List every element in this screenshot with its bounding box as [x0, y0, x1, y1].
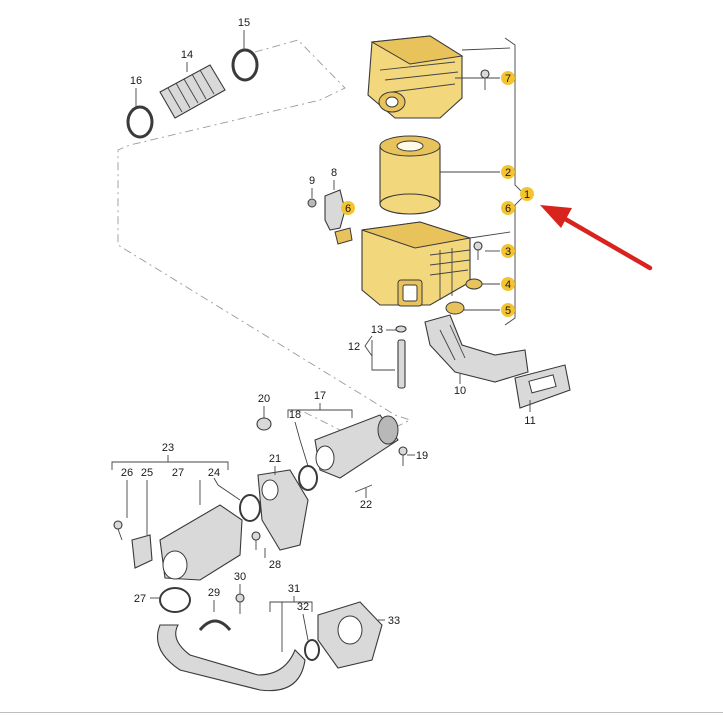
frame-border — [0, 712, 723, 713]
callout-20: 20 — [258, 393, 270, 405]
filter-element — [379, 135, 441, 215]
clamp-16 — [126, 105, 154, 139]
callout-17: 17 — [314, 390, 326, 402]
callout-25: 25 — [141, 467, 153, 479]
callout-23: 23 — [162, 442, 174, 454]
callout-1: 1 — [524, 189, 530, 201]
callout-8: 8 — [331, 167, 337, 179]
air-filter-lid — [367, 35, 464, 119]
leader-lines — [111, 30, 531, 652]
callout-14: 14 — [181, 49, 193, 61]
callout-27b: 27 — [134, 593, 146, 605]
callout-16: 16 — [130, 75, 142, 87]
bolt-19 — [398, 446, 408, 466]
callout-4: 4 — [505, 279, 511, 291]
callout-5-marker — [501, 303, 515, 317]
pin-12 — [395, 325, 407, 389]
callout-19: 19 — [416, 450, 428, 462]
callout-21: 21 — [269, 453, 281, 465]
grommet-4 — [465, 278, 483, 290]
screw-7 — [480, 69, 490, 90]
callout-18: 18 — [289, 409, 301, 421]
callout-5: 5 — [505, 305, 511, 317]
callout-27a: 27 — [172, 467, 184, 479]
turbocharger-33 — [317, 601, 383, 669]
callout-2: 2 — [505, 167, 511, 179]
callout-24: 24 — [208, 467, 220, 479]
callout-15: 15 — [238, 17, 250, 29]
callout-11: 11 — [524, 415, 535, 427]
throttle-body-21 — [257, 469, 309, 551]
callout-4-marker — [501, 277, 515, 291]
red-arrow-indicator — [540, 205, 653, 271]
callout-3: 3 — [505, 246, 511, 258]
callout-6b: 6 — [345, 203, 351, 215]
callout-31: 31 — [288, 583, 300, 595]
intake-manifold-23 — [159, 504, 243, 581]
callout-6b-marker — [341, 201, 355, 215]
intake-pipe-17 — [314, 414, 399, 479]
hose-14 — [159, 64, 226, 119]
callout-6a: 6 — [505, 203, 511, 215]
seal-32 — [304, 639, 320, 661]
seal-24 — [239, 494, 261, 522]
clamp-15 — [231, 48, 259, 82]
screw-3 — [473, 241, 483, 260]
callout-9: 9 — [309, 175, 315, 187]
callout-22: 22 — [360, 499, 372, 511]
pipe-31 — [156, 624, 306, 692]
clamp-29 — [198, 619, 232, 631]
bracket-8 — [307, 189, 353, 245]
bolt-28 — [251, 531, 261, 550]
grommet-5 — [445, 301, 465, 315]
air-filter-lower-housing — [361, 221, 471, 307]
air-intake-11 — [514, 364, 571, 409]
callout-33: 33 — [388, 615, 400, 627]
callout-32: 32 — [297, 601, 309, 613]
callout-6a-marker — [501, 201, 515, 215]
callout-30: 30 — [234, 571, 246, 583]
seal-18 — [298, 465, 318, 491]
bolt-22 — [354, 484, 373, 493]
assembly-outline-right — [299, 409, 361, 441]
bolt-30 — [235, 593, 245, 614]
callout-13: 13 — [371, 324, 383, 336]
callout-7-marker — [501, 71, 515, 85]
callout-29: 29 — [208, 587, 220, 599]
seal-27 — [159, 587, 191, 613]
air-duct-10 — [424, 314, 529, 383]
sensor-25 — [131, 534, 153, 569]
callout-12: 12 — [348, 341, 360, 353]
callout-26: 26 — [121, 467, 133, 479]
callout-1-marker — [520, 187, 534, 201]
callout-2-marker — [501, 165, 515, 179]
callout-7: 7 — [505, 73, 511, 85]
callout-28: 28 — [269, 559, 281, 571]
plug-20 — [256, 417, 272, 431]
callout-10: 10 — [454, 385, 466, 397]
callout-labels: 1 2 3 4 5 6 6 7 8 9 10 11 12 13 14 15 16… — [121, 17, 536, 627]
bolt-26 — [113, 520, 123, 541]
callout-3-marker — [501, 244, 515, 258]
assembly-outline — [117, 39, 412, 448]
